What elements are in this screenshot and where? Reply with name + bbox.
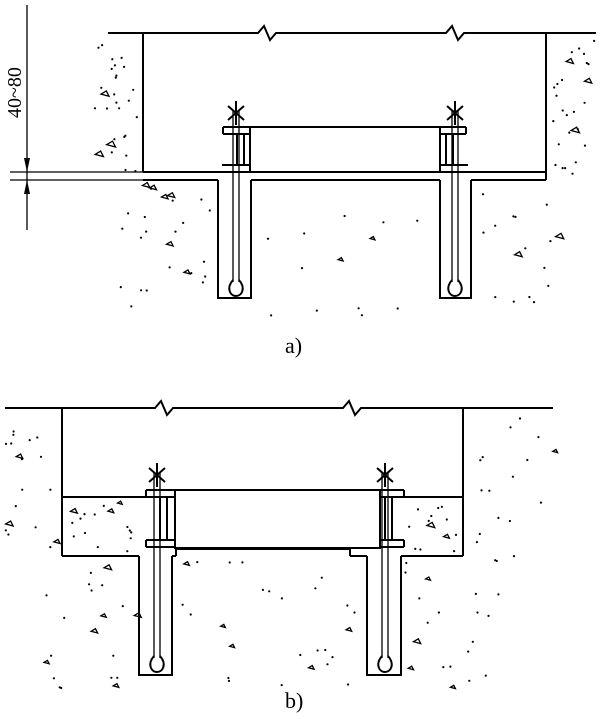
caption-b: b): [285, 688, 304, 713]
dimension-line-a: [10, 5, 143, 230]
panel-a: [10, 5, 596, 317]
machine-base-a: [249, 126, 441, 173]
anchor-hole-right-a: [439, 180, 472, 299]
ground-line-b: [5, 399, 553, 417]
anchor-bolt-left-b: [145, 463, 175, 674]
central-pier-b: [175, 548, 351, 556]
anchor-hole-right-b: [366, 556, 402, 676]
nut-star-icon: [227, 101, 245, 125]
soil-texture-b: [4, 417, 559, 690]
nut-star-icon: [376, 463, 394, 487]
anchor-hole-left-a: [217, 180, 252, 299]
nut-star-icon: [446, 101, 464, 125]
machine-base-b: [174, 489, 381, 549]
soil-texture-a: [93, 39, 596, 317]
nut-star-icon: [148, 463, 166, 487]
anchor-hole-left-b: [138, 556, 173, 676]
anchor-bolt-left-a: [222, 101, 250, 298]
anchor-bolt-right-b: [376, 463, 405, 674]
ground-line-a: [108, 24, 596, 42]
dimension-label-a: 40~80: [4, 67, 26, 118]
panel-b: [4, 399, 559, 690]
anchor-bolt-right-a: [440, 101, 468, 298]
caption-a: a): [285, 333, 303, 358]
